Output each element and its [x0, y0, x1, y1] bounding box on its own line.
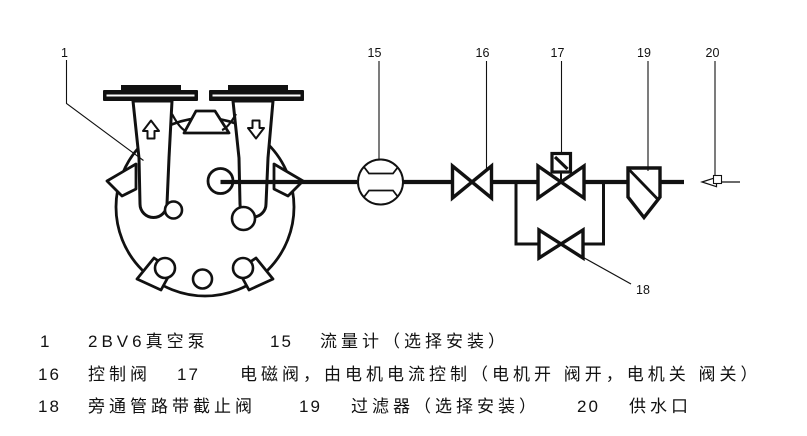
solenoid-actuator-diagonal: [553, 155, 569, 171]
legend-row-2: 16 控制阀 17 电磁阀，由电机电流控制（电机开 阀开，电机关 阀关）: [0, 365, 807, 385]
pump-ridge: [182, 109, 231, 135]
legend-text: 2BV6真空泵: [88, 332, 209, 351]
solenoid-valve-symbol: [536, 151, 586, 202]
flow-meter-body: [357, 158, 404, 206]
bypass-stop-valve-symbol: [537, 226, 585, 262]
legend-num: 19: [299, 397, 322, 416]
legend-text: 控制阀: [88, 365, 151, 384]
legend-num: 1: [40, 332, 52, 351]
vacuum-pump-symbol: [103, 85, 305, 298]
pump-suction-port: [131, 99, 174, 219]
pump-bolt-hole: [153, 256, 177, 280]
pump-bolt-hole: [163, 200, 184, 220]
flow-up-arrow-icon: [142, 119, 160, 140]
leader-line-pump: [65, 60, 144, 161]
piping-diagram: 1 15 16 17 19 20 18: [61, 46, 740, 298]
legend-text: 流量计（选择安装）: [320, 332, 509, 351]
pump-lug-left: [105, 162, 138, 198]
legend-row-3: 18 旁通管路带截止阀 19 过滤器（选择安装） 20 供水口: [0, 397, 807, 417]
legend-text: 电磁阀，由电机电流控制（电机开 阀开，电机关 阀关）: [240, 365, 762, 384]
legend-text: 供水口: [629, 397, 692, 416]
legend-text: 过滤器（选择安装）: [351, 397, 540, 416]
legend-text: 旁通管路带截止阀: [88, 397, 256, 416]
water-inlet-symbol: [700, 174, 740, 188]
callout-pump: 1: [61, 46, 68, 60]
pump-ridge-seam-left: [171, 113, 187, 133]
flow-meter-top-vane: [363, 166, 399, 175]
legend-num: 20: [577, 397, 600, 416]
callout-leader-lines: [65, 60, 716, 176]
pump-flange-right: [209, 85, 304, 101]
pump-bolt-hole: [191, 268, 214, 290]
pump-flange-left: [103, 85, 198, 101]
bypass-valve-leader-line: [569, 249, 632, 285]
flow-meter-bottom-vane: [363, 189, 399, 198]
callout-water-inlet: 20: [706, 46, 720, 60]
pump-bolt-hole: [231, 256, 255, 280]
callout-numbers: 1 15 16 17 19 20 18: [61, 46, 719, 297]
filter-body: [626, 166, 662, 221]
callout-filter: 19: [637, 46, 651, 60]
solenoid-valve-body: [536, 162, 586, 202]
legend-num: 16: [38, 365, 61, 384]
flow-meter-symbol: [357, 158, 404, 206]
callout-flow-meter: 15: [368, 46, 382, 60]
legend-num: 15: [270, 332, 293, 351]
legend-row-1: 1 2BV6真空泵 15 流量计（选择安装）: [0, 332, 807, 352]
control-valve-symbol: [450, 162, 494, 202]
flow-down-arrow-icon: [247, 119, 265, 140]
filter-diagonal: [628, 169, 661, 202]
filter-symbol: [626, 166, 662, 221]
pump-discharge-port: [231, 99, 275, 219]
water-inlet-junction-box: [712, 174, 723, 185]
pump-bolt-hole: [230, 205, 257, 232]
callout-control-valve: 16: [476, 46, 490, 60]
legend-num: 18: [38, 397, 61, 416]
pump-ridge-seam-right: [221, 113, 237, 132]
callout-bypass-valve: 18: [636, 283, 650, 297]
bypass-line: [514, 182, 632, 285]
callout-solenoid-valve: 17: [551, 46, 565, 60]
legend-num: 17: [177, 365, 200, 384]
